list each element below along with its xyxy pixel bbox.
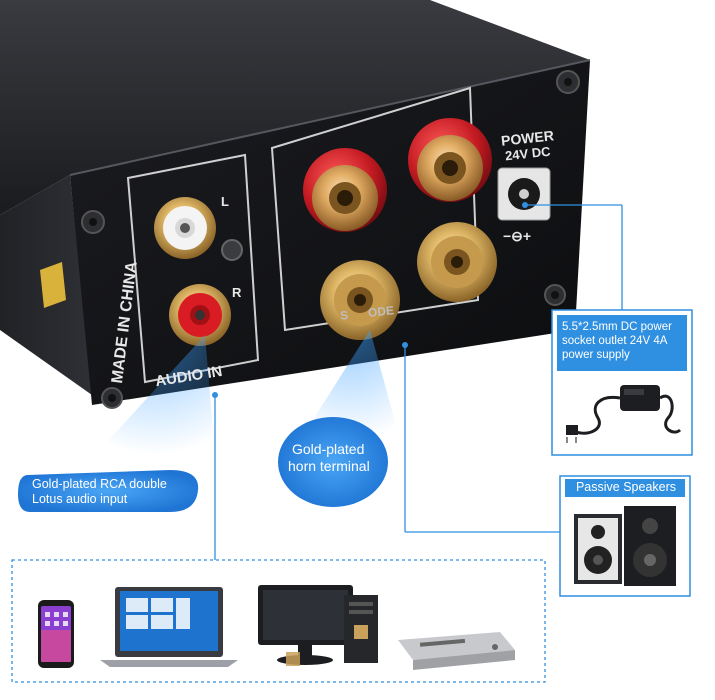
amp-top-panel <box>0 0 590 215</box>
rca-callout-text: Gold-plated RCA double Lotus audio input <box>32 477 167 506</box>
screw-icons <box>81 70 580 409</box>
beam-rca <box>95 335 215 455</box>
binding-post-red-left <box>303 148 387 232</box>
horn-callout-line2: horn terminal <box>288 458 370 474</box>
polarity-label: −⊖+ <box>503 228 532 244</box>
horn-callout-line1: Gold-plated <box>292 441 365 457</box>
connector-lines <box>214 204 623 560</box>
channel-right-label: R <box>232 285 242 300</box>
dc-power-jack <box>497 167 551 221</box>
source-devices-frame <box>11 559 546 683</box>
horn-callout-bubble <box>278 417 388 507</box>
rca-left-jack <box>154 197 216 259</box>
laptop-icon <box>100 587 238 667</box>
smartphone-icon <box>38 600 74 668</box>
power-adapter-icon <box>566 385 682 443</box>
binding-post-gold-left <box>320 260 400 340</box>
binding-post-gold-right <box>417 222 497 302</box>
desktop-computer-icon <box>258 585 378 666</box>
speaker-out-frame <box>270 86 480 332</box>
rca-callout-bubble <box>18 470 199 512</box>
passive-speakers-header: Passive Speakers <box>575 480 677 494</box>
binding-post-red-right <box>408 118 492 202</box>
speaker-icon <box>574 506 676 586</box>
beam-horn <box>300 330 400 440</box>
rca-right-jack <box>169 284 231 346</box>
channel-left-label: L <box>221 194 229 209</box>
audio-in-frame <box>126 153 260 384</box>
dvd-player-icon <box>398 632 515 670</box>
power-supply-callout-text: 5.5*2.5mm DC power socket outlet 24V 4A … <box>562 321 672 361</box>
